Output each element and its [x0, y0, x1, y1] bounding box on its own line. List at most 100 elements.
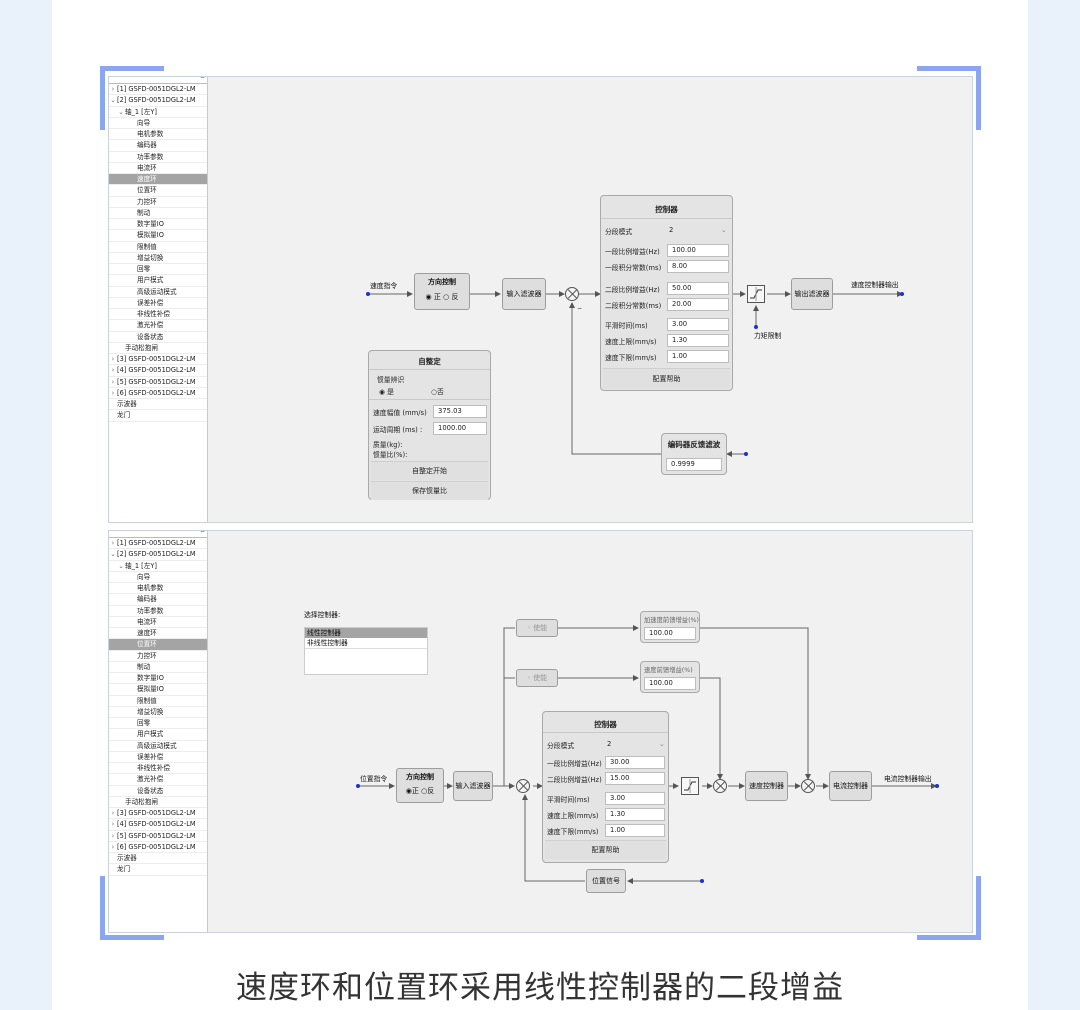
listbox-option-linear[interactable]: 线性控制器 — [305, 628, 427, 638]
param-input[interactable]: 1.00 — [605, 824, 665, 837]
tree-item[interactable]: 电机参数 — [109, 129, 207, 141]
speed-controller-block[interactable]: 速度控制器 — [745, 771, 788, 801]
chevron-right-icon[interactable]: › — [111, 809, 115, 817]
tree-item[interactable]: 功率参数 — [109, 152, 207, 163]
tree-item[interactable]: 力控环 — [109, 197, 207, 208]
tree-item[interactable]: 限制值 — [109, 242, 207, 253]
tree-item[interactable]: 位置环 — [109, 185, 207, 197]
tree-item[interactable]: 制动 — [109, 662, 207, 673]
param-input[interactable]: 1.30 — [605, 808, 665, 821]
tree-item[interactable]: 增益切换 — [109, 707, 207, 718]
tree-item[interactable]: 向导 — [109, 118, 207, 129]
tree-item[interactable]: ›[1] GSFD-0051DGL2-LM — [109, 84, 207, 96]
param-input[interactable]: 100.00 — [667, 244, 729, 257]
direction-control-block[interactable]: 方向控制 ◉正 ○反 — [396, 768, 444, 803]
param-input[interactable]: 1.30 — [667, 334, 729, 347]
pin-icon[interactable]: ▫ — [200, 77, 205, 80]
param-input[interactable]: 30.00 — [605, 756, 665, 769]
vel-feedforward-block[interactable]: 速度前馈增益(%) 100.00 — [640, 661, 700, 693]
enable-checkbox-1[interactable]: ◦ 使能 — [516, 619, 558, 637]
tree-item[interactable]: ›[5] GSFD-0051DGL2-LM — [109, 377, 207, 388]
output-filter-block[interactable]: 输出滤波器 — [791, 278, 833, 310]
tree-item[interactable]: 高级运动模式 — [109, 741, 207, 752]
radio-no-icon[interactable]: ○ — [431, 388, 437, 396]
tree-item[interactable]: 误差补偿 — [109, 298, 207, 309]
tree-item[interactable]: 示波器 — [109, 399, 207, 411]
tree-item[interactable]: 增益切换 — [109, 253, 207, 264]
tree-item[interactable]: 向导 — [109, 572, 207, 583]
param-input[interactable]: 15.00 — [605, 772, 665, 785]
tree-item[interactable]: 设备状态 — [109, 332, 207, 343]
encoder-feedback-filter-block[interactable]: 编码器反馈滤波 0.9999 — [661, 433, 727, 475]
controller-listbox[interactable]: 线性控制器 非线性控制器 — [304, 627, 428, 675]
chevron-right-icon[interactable]: › — [111, 355, 115, 363]
tree-item[interactable]: ›[5] GSFD-0051DGL2-LM — [109, 831, 207, 842]
tree-item[interactable]: 激光补偿 — [109, 320, 207, 332]
tree-item[interactable]: 非线性补偿 — [109, 763, 207, 775]
radio-yes-icon[interactable]: ◉ — [379, 388, 385, 396]
tree-item[interactable]: 手动松抱闸 — [109, 343, 207, 354]
tree-item[interactable]: 数字量IO — [109, 219, 207, 231]
tree-item[interactable]: 模拟量IO — [109, 230, 207, 242]
feedback-port-dot[interactable] — [744, 452, 748, 456]
chevron-right-icon[interactable]: › — [111, 831, 115, 840]
tree-item[interactable]: 用户模式 — [109, 275, 207, 287]
radio-positive-icon[interactable]: ◉ — [425, 293, 432, 301]
radio-negative-icon[interactable]: ○ — [443, 293, 450, 301]
param-input[interactable]: 3.00 — [605, 792, 665, 805]
tree-item[interactable]: 龙门 — [109, 410, 207, 422]
current-controller-block[interactable]: 电流控制器 — [829, 771, 872, 801]
chevron-right-icon[interactable]: › — [111, 820, 115, 829]
vel-feedforward-input[interactable]: 100.00 — [644, 677, 696, 690]
tree-item[interactable]: ⌄轴_1 [左Y] — [109, 107, 207, 118]
param-input[interactable]: 8.00 — [667, 260, 729, 273]
chevron-right-icon[interactable]: › — [111, 842, 115, 851]
param-input[interactable]: 50.00 — [667, 282, 729, 295]
tree-item[interactable]: ›[3] GSFD-0051DGL2-LM — [109, 808, 207, 820]
listbox-option-nonlinear[interactable]: 非线性控制器 — [305, 638, 427, 649]
tree-item[interactable]: 手动松抱闸 — [109, 797, 207, 808]
tree-item[interactable]: ⌄[2] GSFD-0051DGL2-LM — [109, 95, 207, 107]
tree-item[interactable]: 数字量IO — [109, 673, 207, 685]
param-input[interactable]: 3.00 — [667, 318, 729, 331]
position-signal-block[interactable]: 位置信号 — [586, 869, 626, 893]
segment-mode-select[interactable]: 2 — [669, 226, 674, 234]
tree-item[interactable]: 速度环 — [109, 628, 207, 640]
tree-item[interactable]: ›[4] GSFD-0051DGL2-LM — [109, 819, 207, 831]
torque-limit-port-dot[interactable] — [754, 325, 758, 329]
output-port-dot[interactable] — [935, 784, 939, 788]
tree-item[interactable]: 回零 — [109, 264, 207, 276]
chevron-down-icon[interactable]: ⌄ — [110, 96, 116, 105]
save-inertia-ratio-button[interactable]: 保存惯量比 — [371, 481, 488, 500]
chevron-down-icon[interactable]: ⌄ — [659, 740, 665, 748]
tree-item[interactable]: 限制值 — [109, 696, 207, 707]
output-port-dot[interactable] — [900, 292, 904, 296]
chevron-right-icon[interactable]: › — [111, 366, 115, 375]
input-port-dot[interactable] — [356, 784, 360, 788]
tree-item[interactable]: 电流环 — [109, 617, 207, 628]
tree-item[interactable]: ⌄轴_1 [左Y] — [109, 561, 207, 572]
tree-item[interactable]: 位置环 — [109, 639, 207, 651]
tree-item[interactable]: 设备状态 — [109, 786, 207, 797]
direction-control-block[interactable]: 方向控制 ◉ 正 ○ 反 — [414, 273, 470, 310]
acc-feedforward-block[interactable]: 加速度前馈增益(%) 100.00 — [640, 611, 700, 643]
param-input[interactable]: 1.00 — [667, 350, 729, 363]
chevron-down-icon[interactable]: ⌄ — [110, 550, 116, 559]
tree-item[interactable]: 用户模式 — [109, 729, 207, 741]
feedback-port-dot[interactable] — [700, 879, 704, 883]
tree-item[interactable]: 编码器 — [109, 140, 207, 152]
param-input[interactable]: 20.00 — [667, 298, 729, 311]
tree-item[interactable]: 非线性补偿 — [109, 309, 207, 321]
enable-checkbox-2[interactable]: ◦ 使能 — [516, 669, 558, 687]
segment-mode-select[interactable]: 2 — [607, 740, 612, 748]
tree-item[interactable]: 激光补偿 — [109, 774, 207, 786]
tree-item[interactable]: 误差补偿 — [109, 752, 207, 763]
autotune-start-button[interactable]: 自整定开始 — [371, 461, 488, 480]
tree-item[interactable]: 高级运动模式 — [109, 287, 207, 298]
input-filter-block[interactable]: 输入滤波器 — [502, 278, 546, 310]
tree-item[interactable]: ⌄[2] GSFD-0051DGL2-LM — [109, 549, 207, 561]
chevron-down-icon[interactable]: ⌄ — [118, 107, 124, 116]
tree-item[interactable]: 龙门 — [109, 864, 207, 876]
chevron-right-icon[interactable]: › — [111, 539, 115, 547]
motion-period-input[interactable]: 1000.00 — [433, 422, 487, 435]
